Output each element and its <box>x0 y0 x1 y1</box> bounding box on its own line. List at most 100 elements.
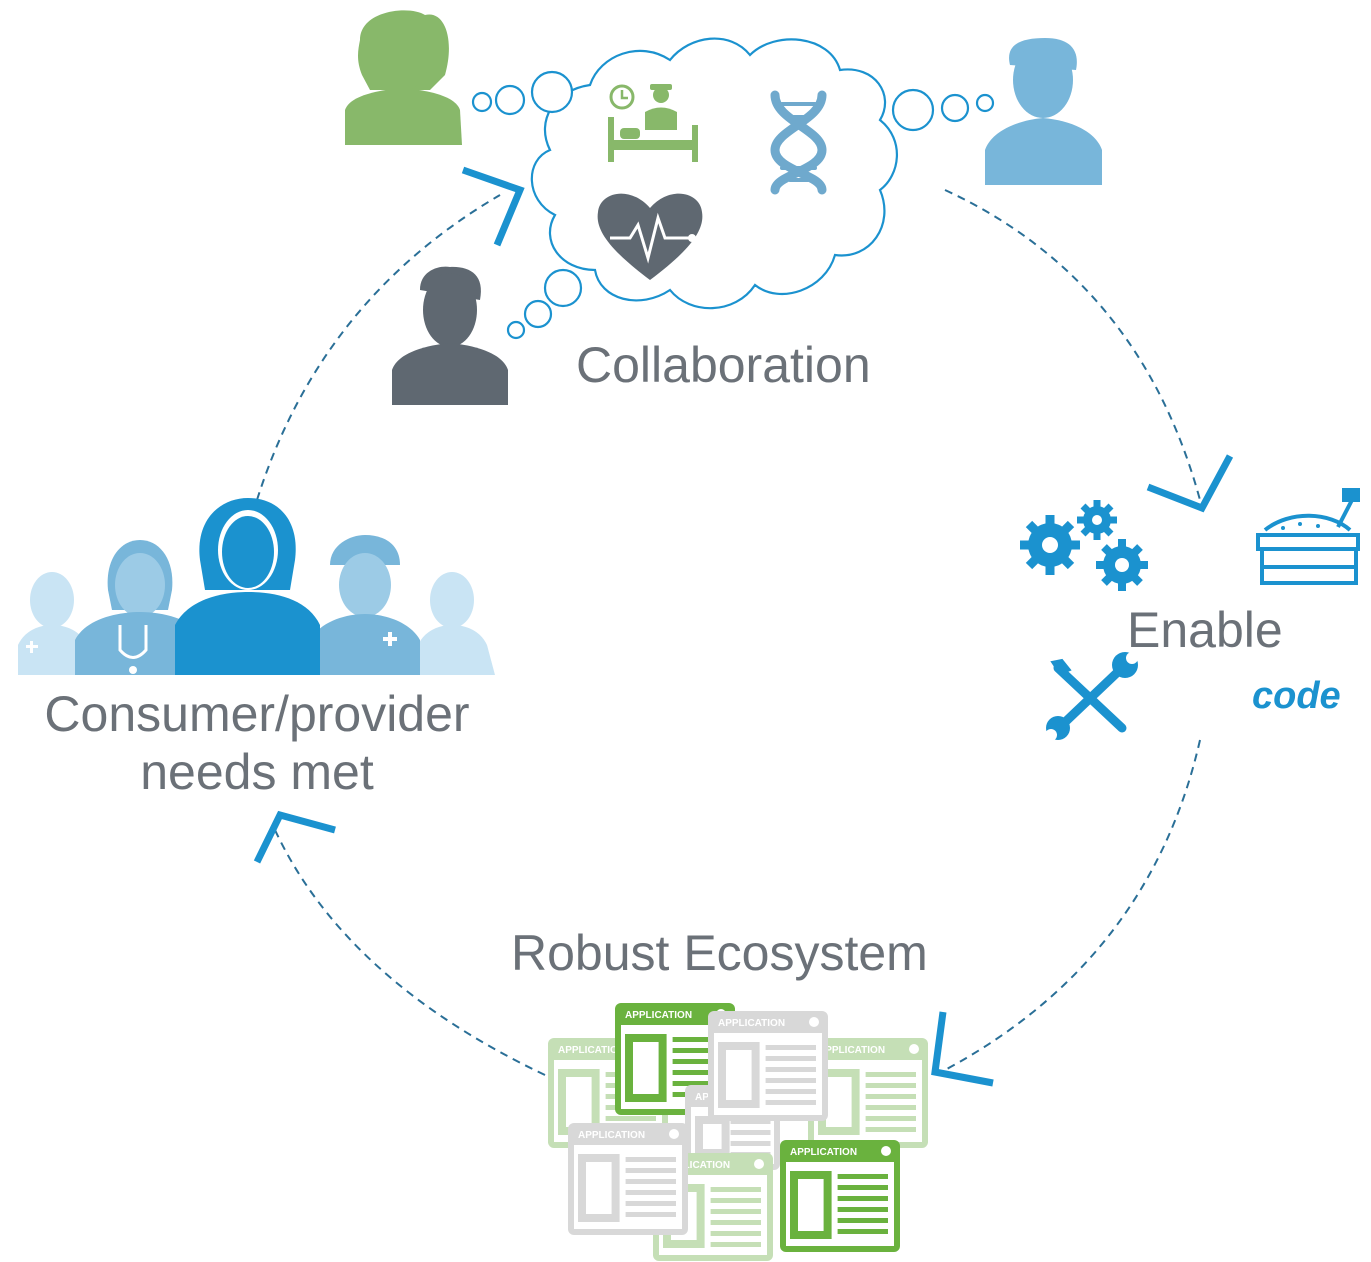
close-icon <box>881 1146 891 1156</box>
stage-label-enable: Enable <box>1127 602 1283 658</box>
app-window-text-line <box>625 1168 676 1173</box>
app-window-title: APPLICATION <box>818 1045 885 1056</box>
wrench-screwdriver-icon <box>1045 652 1138 741</box>
app-window-title: APPLICATION <box>558 1045 625 1056</box>
close-icon <box>754 1159 764 1169</box>
app-window-text-line <box>625 1179 676 1184</box>
bubble-left-medium <box>494 84 526 116</box>
app-window: APPLICATION <box>568 1123 688 1235</box>
app-window-text-line <box>837 1207 888 1212</box>
app-window-text-line <box>837 1174 888 1179</box>
app-window-image-placeholder <box>790 1171 832 1239</box>
cycle-connectors <box>256 189 1201 1076</box>
app-window-text-line <box>710 1242 761 1247</box>
app-window-text-line <box>605 1116 656 1121</box>
thought-cloud <box>471 37 995 340</box>
app-window: APPLICATION <box>708 1011 828 1121</box>
bubble-bottom-large <box>543 268 583 308</box>
connector-ecosystem-to-needs <box>274 829 546 1076</box>
stage-label-needs: Consumer/provider needs met <box>22 686 492 801</box>
arrowheads <box>253 166 1234 1087</box>
app-window-text-line <box>730 1141 771 1146</box>
dna-icon <box>770 90 827 195</box>
bubble-bottom-small <box>506 320 526 340</box>
cloud-shape <box>530 37 898 310</box>
stage-label-collaboration: Collaboration <box>576 337 871 393</box>
app-window-title: APPLICATION <box>790 1147 857 1158</box>
app-window-text-line <box>837 1218 888 1223</box>
avatar-man-blue <box>985 38 1102 185</box>
person-far-right <box>418 572 495 675</box>
app-window-text-line <box>710 1198 761 1203</box>
app-window-text-line <box>710 1220 761 1225</box>
close-icon <box>909 1044 919 1054</box>
close-icon <box>669 1129 679 1139</box>
close-icon <box>809 1017 819 1027</box>
app-window-text-line <box>865 1083 916 1088</box>
arrowhead-right-icon <box>1146 454 1234 513</box>
app-window-text-line <box>710 1209 761 1214</box>
person-nurse-left <box>75 540 205 675</box>
app-window-title: APPLICATION <box>578 1130 645 1141</box>
app-window-text-line <box>865 1116 916 1121</box>
app-window-text-line <box>865 1094 916 1099</box>
person-man-right <box>310 535 420 675</box>
app-window-text-line <box>625 1157 676 1162</box>
arrowhead-left-icon <box>253 810 336 864</box>
bubble-right-small <box>975 93 995 113</box>
app-window-text-line <box>837 1185 888 1190</box>
app-window-text-line <box>710 1231 761 1236</box>
app-window-text-line <box>672 1048 723 1053</box>
app-window-text-line <box>765 1100 816 1105</box>
app-window-text-line <box>865 1127 916 1132</box>
app-window-title: APPLICATION <box>625 1010 692 1021</box>
heart-vitals-icon <box>597 193 703 280</box>
app-window-text-line <box>625 1212 676 1217</box>
app-window-text-line <box>837 1196 888 1201</box>
bubble-left-large <box>530 70 574 114</box>
bubble-right-large <box>891 88 935 132</box>
app-window-image-placeholder <box>718 1042 760 1108</box>
connector-needs-to-collab <box>256 194 501 501</box>
app-window-text-line <box>672 1081 723 1086</box>
app-window-text-line <box>765 1089 816 1094</box>
stage-label-needs-line1: Consumer/provider <box>44 686 470 742</box>
app-window-text-line <box>710 1187 761 1192</box>
stage-sublabel-code: code <box>1252 675 1341 717</box>
app-window-image-placeholder <box>625 1034 667 1102</box>
connector-collab-to-enable <box>944 189 1201 501</box>
stage-label-ecosystem: Robust Ecosystem <box>511 925 928 981</box>
app-window-text-line <box>765 1067 816 1072</box>
app-window-text-line <box>730 1130 771 1135</box>
avatar-man-dark <box>392 266 508 405</box>
avatar-woman-green <box>345 10 462 145</box>
gears-icon <box>1020 500 1148 591</box>
app-window-text-line <box>765 1078 816 1083</box>
app-window-text-line <box>865 1105 916 1110</box>
bubble-right-medium <box>940 93 970 123</box>
arrowhead-bottom-icon <box>931 1011 994 1087</box>
bubble-left-small <box>471 91 493 113</box>
app-window-text-line <box>625 1190 676 1195</box>
connector-enable-to-ecosystem <box>944 739 1201 1071</box>
people-group-icon <box>18 498 495 675</box>
arrowhead-top-icon <box>461 166 525 247</box>
app-window-text-line <box>625 1201 676 1206</box>
app-window-title: APPLICATION <box>718 1018 785 1029</box>
app-window: APPLICATION <box>780 1140 900 1252</box>
app-window-text-line <box>730 1119 771 1124</box>
stage-label-needs-line2: needs met <box>140 743 374 800</box>
app-window-text-line <box>765 1056 816 1061</box>
app-window-text-line <box>672 1037 723 1042</box>
app-window-text-line <box>837 1229 888 1234</box>
app-window-text-line <box>672 1059 723 1064</box>
bubble-bottom-medium <box>523 299 553 329</box>
sandbox-icon <box>1256 488 1360 585</box>
app-window-text-line <box>865 1072 916 1077</box>
app-window-image-placeholder <box>578 1154 620 1222</box>
app-window-title: APPLICATION <box>663 1160 730 1171</box>
person-woman-center <box>175 498 320 675</box>
hospital-bed-icon <box>608 84 698 162</box>
app-window-stack: APPLICATION APPLICATION APPLICATION APPLICA… <box>548 1003 928 1261</box>
